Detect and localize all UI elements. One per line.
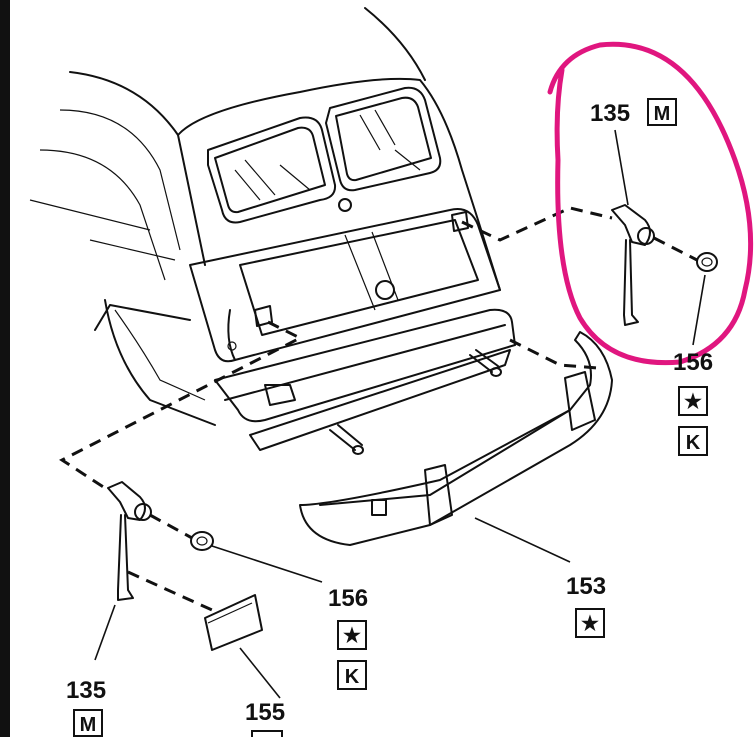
- part-number-135-top: 135: [590, 100, 630, 127]
- part-number-153: 153: [566, 573, 606, 600]
- k-code-156-right: K: [686, 432, 701, 454]
- leader-153: [474, 517, 571, 563]
- lamp-lens-part-155: [204, 594, 281, 699]
- star-code-153: ★: [581, 613, 599, 635]
- part-number-156-right: 156: [673, 349, 713, 376]
- highlight-circle: [547, 41, 754, 366]
- k-code-156-bottom: K: [345, 666, 360, 688]
- code-m-bottom: M: [80, 714, 97, 736]
- callout-135-top: 135 M: [590, 98, 677, 127]
- left-border: [0, 0, 10, 737]
- callout-155: 155: [245, 699, 285, 737]
- grommet-part-156-right: [692, 252, 718, 346]
- part-number-155: 155: [245, 699, 285, 726]
- star-code-156-right: ★: [684, 391, 702, 413]
- vehicle-rear-illustration: [29, 7, 516, 455]
- grommet-part-156-bottom: [190, 531, 323, 583]
- part-number-156-bottom: 156: [328, 585, 368, 612]
- callout-156-bottom: 156 ★ K: [328, 585, 368, 690]
- licence-lamp-part-135-top: [611, 129, 655, 326]
- part-number-135-bottom: 135: [66, 677, 106, 704]
- callout-153: 153 ★: [566, 573, 606, 638]
- callout-156-right: 156 ★ K: [673, 349, 713, 456]
- star-code-156-bottom: ★: [343, 625, 361, 647]
- rear-bumper-part-153: [299, 331, 613, 546]
- licence-lamp-part-135-bottom: [94, 481, 152, 661]
- callout-135-bottom: 135 M: [66, 677, 106, 737]
- code-m-top: M: [654, 103, 671, 125]
- assembly-dashed-lines: [59, 206, 698, 612]
